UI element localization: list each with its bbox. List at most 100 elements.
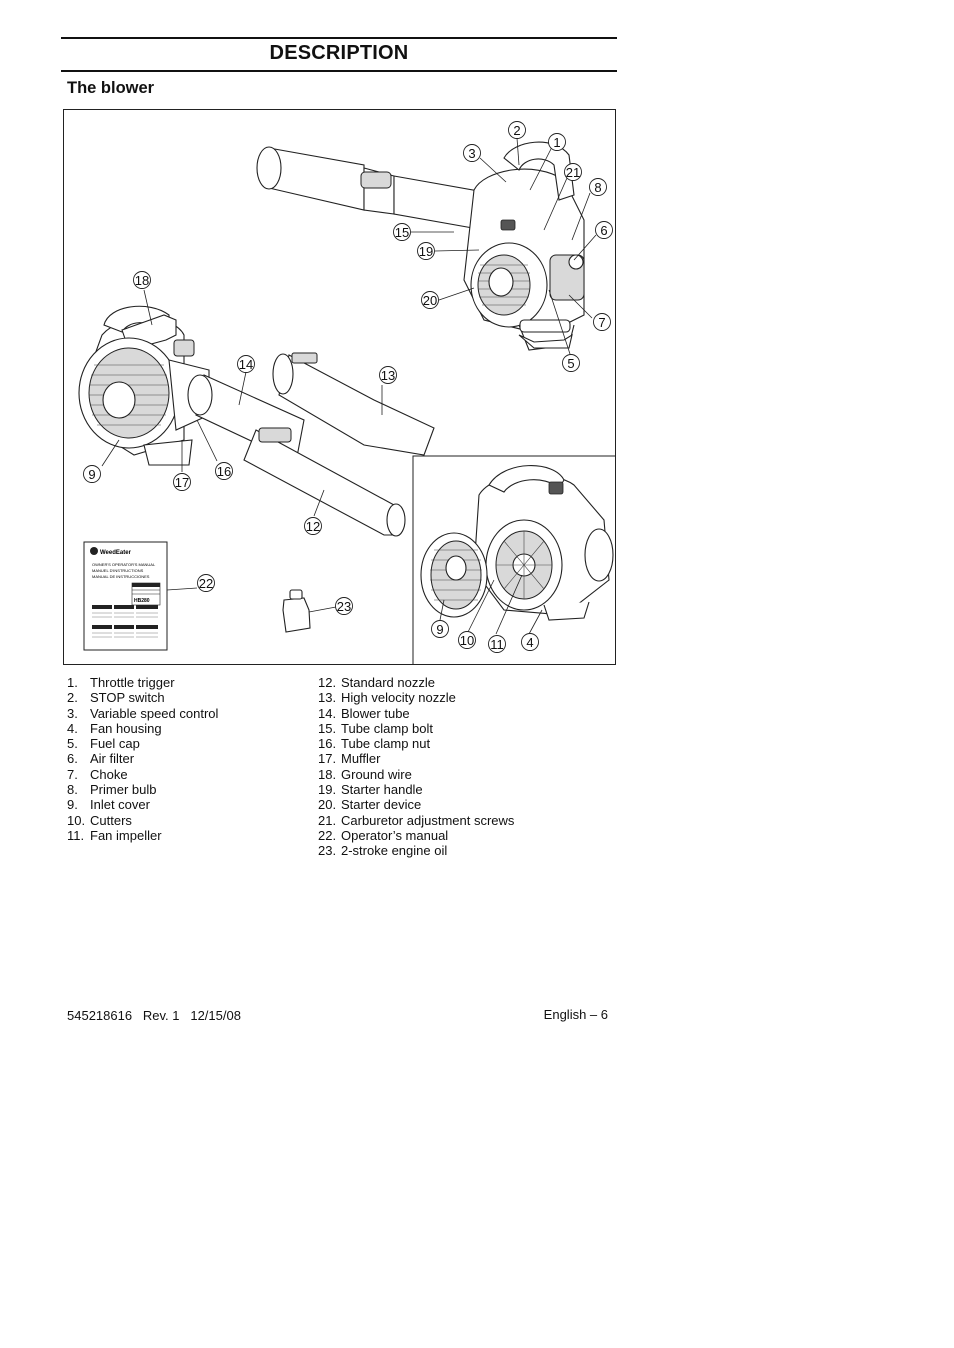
legend-item-number: 7. [67,766,78,782]
legend-item-label: Cutters [90,812,132,828]
top-rule [61,37,617,39]
legend-item-label: Ground wire [341,766,412,782]
legend-item: 20.Starter device [318,797,514,812]
legend-item: 3. Variable speed control [67,706,218,721]
legend-item-label: Choke [90,766,128,782]
callout-9-inset: 9 [431,620,449,638]
callout-9-main: 9 [83,465,101,483]
legend-item: 1. Throttle trigger [67,675,218,690]
legend-item-number: 3. [67,705,78,721]
callout-1: 1 [548,133,566,151]
callout-15: 15 [393,223,411,241]
legend-item-number: 11. [67,827,85,843]
legend-item: 17.Muffler [318,751,514,766]
legend-item-label: Muffler [341,751,381,767]
callout-19: 19 [417,242,435,260]
legend-item-label: Fan housing [90,720,162,736]
heading-underline [61,70,617,72]
svg-text:2: 2 [513,123,520,138]
legend-item-label: Tube clamp nut [341,736,431,752]
legend-item-label: STOP switch [90,690,165,706]
legend-item-number: 14. [318,705,337,721]
callout-13: 13 [379,366,397,384]
legend-item-number: 20. [318,797,337,813]
callout-2: 2 [508,121,526,139]
callout-18: 18 [133,271,151,289]
callout-22: 22 [197,574,215,592]
svg-text:19: 19 [419,244,433,259]
svg-text:11: 11 [490,637,504,652]
legend-item-number: 17. [318,751,337,767]
callout-23: 23 [335,597,353,615]
blower-parts-figure: WeedEater OWNER'S OPERATOR'S MANUAL MANU… [63,109,616,665]
callout-21: 21 [564,163,582,181]
svg-text:15: 15 [395,225,409,240]
legend-item-number: 1. [67,675,78,690]
document-number: 545218616 Rev. 1 12/15/08 [67,1008,241,1023]
legend-item-label: Standard nozzle [341,675,435,690]
legend-item-number: 16. [318,736,337,752]
legend-item: 22.Operator’s manual [318,828,514,843]
legend-item-label: Carburetor adjustment screws [341,812,515,828]
legend-item: 10.Cutters [67,813,218,828]
legend-item: 11. Fan impeller [67,828,218,843]
legend-item-label: Variable speed control [90,705,219,721]
svg-text:6: 6 [600,223,607,238]
callout-17: 17 [173,473,191,491]
legend-item: 16.Tube clamp nut [318,736,514,751]
svg-text:14: 14 [239,357,253,372]
legend-item: 23.2-stroke engine oil [318,843,514,858]
legend-item-number: 2. [67,690,78,706]
operators-manual-drawing: WeedEater OWNER'S OPERATOR'S MANUAL MANU… [83,541,168,651]
callout-16: 16 [215,462,233,480]
manual-line-2: MANUEL D'INSTRUCTIONS [92,568,144,573]
legend-item: 18.Ground wire [318,767,514,782]
svg-text:20: 20 [423,293,437,308]
callout-4: 4 [521,633,539,651]
manual-line-3: MANUAL DE INSTRUCCIONES [92,574,150,579]
page-number: English – 6 [543,1007,608,1022]
legend-item-label: Fuel cap [90,736,140,752]
legend-item: 5.Fuel cap [67,736,218,751]
svg-text:17: 17 [175,475,189,490]
svg-text:12: 12 [306,519,320,534]
legend-item: 4. Fan housing [67,721,218,736]
svg-text:4: 4 [526,635,533,650]
callout-8: 8 [589,178,607,196]
legend-item-number: 22. [318,827,337,843]
svg-text:13: 13 [381,368,395,383]
assembled-blower-drawing [256,141,585,351]
legend-item: 19.Starter handle [318,782,514,797]
svg-text:21: 21 [566,165,580,180]
svg-text:23: 23 [337,599,351,614]
legend-item-number: 18. [318,766,337,782]
legend-item-number: 13. [318,690,337,706]
legend-item-label: High velocity nozzle [341,690,456,706]
legend-item-label: Fan impeller [90,827,162,843]
legend-item-label: Inlet cover [90,797,150,813]
legend-item-label: Starter handle [341,782,423,798]
manual-brand: WeedEater [100,550,132,556]
leader-lines [101,137,597,635]
legend-item: 9. Inlet cover [67,797,218,812]
legend-item-number: 23. [318,843,337,859]
svg-text:9: 9 [436,622,443,637]
legend-item-label: Throttle trigger [90,675,175,690]
callout-3: 3 [463,144,481,162]
inset-fan-drawing [420,465,614,621]
legend-item-label: Tube clamp bolt [341,720,434,736]
legend-item-number: 9. [67,797,78,813]
parts-legend-right: 12. Standard nozzle 13.High velocity nozzl… [318,675,514,859]
legend-item-number: 12. [318,675,337,690]
svg-text:1: 1 [553,135,560,150]
legend-item: 8.Primer bulb [67,782,218,797]
legend-item: 14.Blower tube [318,706,514,721]
svg-text:5: 5 [567,356,574,371]
section-subheading: The blower [67,79,155,97]
legend-item: 6.Air filter [67,751,218,766]
legend-item: 7. Choke [67,767,218,782]
legend-item-number: 4. [67,720,78,736]
legend-item: 21.Carburetor adjustment screws [318,813,514,828]
section-heading: DESCRIPTION [269,42,409,64]
legend-item-label: Operator’s manual [341,827,449,843]
